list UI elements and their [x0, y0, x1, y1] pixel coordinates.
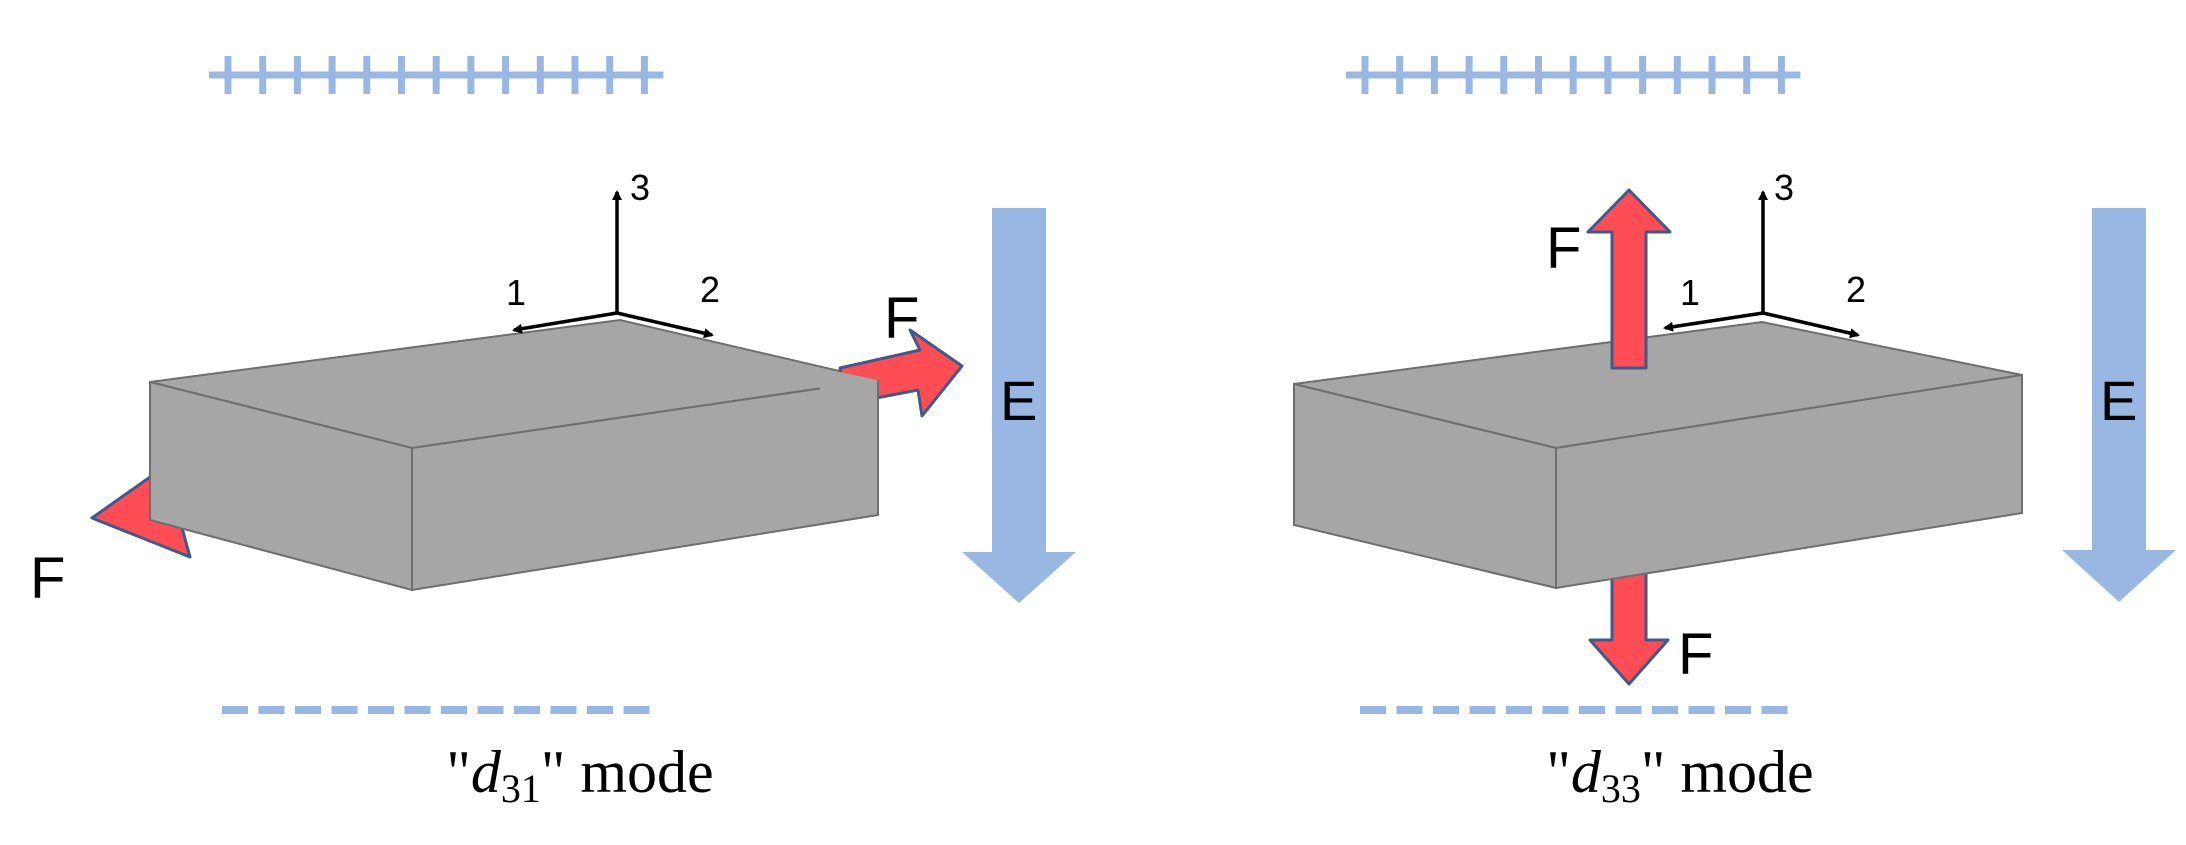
- axis-1-line: [1663, 311, 1764, 332]
- minus-dash: [1761, 706, 1788, 714]
- axis-triad-d31: 3 1 2: [506, 167, 720, 339]
- minus-dash: [1433, 706, 1459, 714]
- axis-1-label: 1: [506, 272, 526, 313]
- plus-sign: [243, 56, 282, 94]
- force-label-top: F: [1546, 216, 1581, 281]
- plus-sign: [486, 56, 525, 94]
- plus-sign: [1554, 56, 1593, 94]
- minus-dash: [222, 706, 248, 714]
- minus-dash: [1652, 706, 1678, 714]
- field-arrow-e: [2062, 208, 2176, 602]
- mode-caption-d31: "d31" mode: [446, 739, 713, 811]
- plus-sign: [1415, 56, 1454, 94]
- plus-sign: [417, 56, 456, 94]
- axis-3-label: 3: [630, 167, 650, 208]
- piezo-block-d31: [149, 318, 879, 592]
- field-label-e: E: [2100, 369, 2137, 432]
- force-arrow-up: [1586, 188, 1672, 370]
- plus-sign: [1450, 56, 1489, 94]
- minus-dash: [514, 706, 540, 714]
- force-label-right: F: [884, 286, 919, 351]
- plus-sign: [1693, 56, 1731, 94]
- block-top-overlay: [820, 368, 878, 410]
- axis-2-line: [1762, 311, 1860, 339]
- plus-sign: [347, 56, 386, 94]
- mode-caption-d33: "d33" mode: [1546, 739, 1813, 811]
- panel-d31: 3 1 2 E F F "d31" mode: [30, 56, 1076, 811]
- minus-dash: [623, 706, 650, 714]
- positive-charge-row: [209, 56, 664, 94]
- panel-d33: 3 1 2 E F F "d33" mode: [1293, 56, 2176, 811]
- axis-triad-d33: 3 1 2: [1663, 167, 1866, 339]
- axis-1-line: [512, 311, 618, 334]
- positive-charge-row: [1346, 56, 1801, 94]
- block-front-face: [1555, 373, 2023, 590]
- caption-symbol: d: [471, 739, 502, 805]
- plus-sign: [1727, 56, 1766, 94]
- minus-dash: [295, 706, 321, 714]
- plus-sign: [1658, 56, 1697, 94]
- minus-dash: [550, 706, 577, 714]
- minus-dash: [404, 706, 431, 714]
- plus-sign: [382, 56, 421, 94]
- minus-dash: [1396, 706, 1423, 714]
- axis-2-line: [616, 311, 714, 339]
- plus-sign: [1588, 56, 1627, 94]
- minus-dash: [1542, 706, 1569, 714]
- block-front-face: [411, 378, 879, 592]
- field-arrow-e: [962, 208, 1076, 603]
- force-label-bottom: F: [1678, 622, 1713, 687]
- plus-sign: [313, 56, 352, 94]
- plus-sign: [1484, 56, 1523, 94]
- caption-quote-open: ": [446, 739, 471, 805]
- negative-charge-row: [222, 706, 650, 714]
- axis-1-label: 1: [1680, 272, 1700, 313]
- caption-symbol: d: [1571, 739, 1602, 805]
- minus-dash: [258, 706, 285, 714]
- negative-charge-row: [1360, 706, 1788, 714]
- plus-sign: [1380, 56, 1419, 94]
- field-label-e: E: [1000, 369, 1037, 432]
- minus-dash: [1725, 706, 1751, 714]
- plus-sign: [278, 56, 317, 94]
- minus-dash: [1688, 706, 1715, 714]
- caption-quote-close: ": [541, 739, 566, 805]
- minus-dash: [1615, 706, 1642, 714]
- plus-sign: [590, 56, 629, 94]
- plus-sign: [209, 56, 247, 94]
- minus-dash: [331, 706, 358, 714]
- plus-sign: [1346, 56, 1384, 94]
- minus-dash: [1469, 706, 1496, 714]
- minus-dash: [1506, 706, 1532, 714]
- minus-dash: [587, 706, 613, 714]
- axis-2-label: 2: [700, 269, 720, 310]
- minus-dash: [1579, 706, 1605, 714]
- minus-dash: [477, 706, 504, 714]
- plus-sign: [625, 56, 664, 94]
- minus-dash: [441, 706, 467, 714]
- caption-quote-close: ": [1641, 739, 1666, 805]
- axis-3-label: 3: [1774, 167, 1794, 208]
- plus-sign: [451, 56, 490, 94]
- minus-dash: [1360, 706, 1386, 714]
- piezo-block-d33: [1293, 320, 2023, 590]
- minus-dash: [368, 706, 394, 714]
- plus-sign: [1519, 56, 1558, 94]
- axis-2-label: 2: [1846, 269, 1866, 310]
- caption-subscript: 31: [501, 766, 541, 811]
- plus-sign: [521, 56, 560, 94]
- caption-suffix: mode: [1665, 739, 1813, 805]
- force-label-left: F: [30, 546, 65, 611]
- caption-subscript: 33: [1601, 766, 1641, 811]
- caption-suffix: mode: [565, 739, 713, 805]
- plus-sign: [556, 56, 594, 94]
- plus-sign: [1762, 56, 1801, 94]
- caption-quote-open: ": [1546, 739, 1571, 805]
- plus-sign: [1623, 56, 1662, 94]
